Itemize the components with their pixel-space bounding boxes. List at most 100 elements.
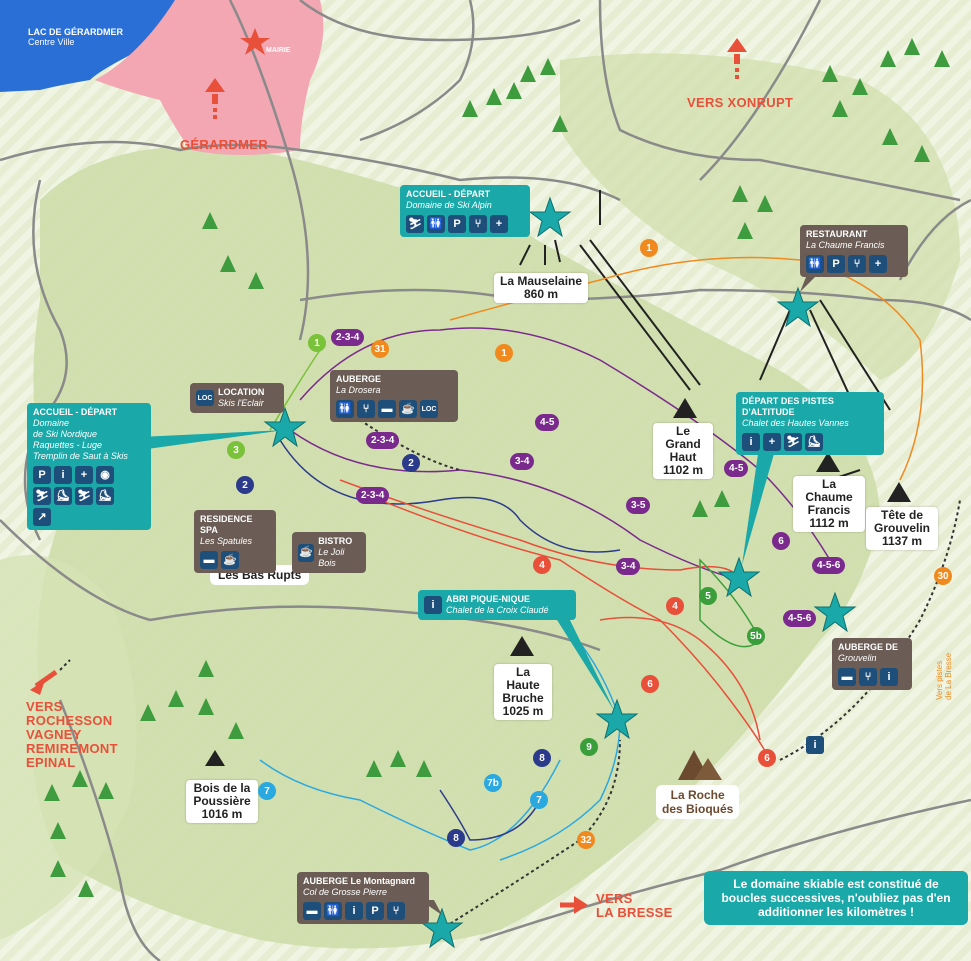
card-auberge-grouvelin[interactable]: AUBERGE DE Grouvelin ▬ ⑂ i bbox=[832, 638, 912, 690]
rochesson-line: EPINAL bbox=[26, 755, 76, 770]
card-subtitle: Chalet de la Croix Claudé bbox=[446, 605, 549, 615]
card-title: ACCUEIL - DÉPART bbox=[33, 407, 118, 417]
card-line: Tremplin de Saut à Skis bbox=[33, 451, 128, 461]
trail-badge[interactable]: 2 bbox=[236, 476, 254, 494]
card-accueil-alpin[interactable]: ACCUEIL - DÉPART Domaine de Ski Alpin ⛷ … bbox=[400, 185, 530, 237]
card-icons: ▬ 🚻 i P ⑂ bbox=[303, 902, 423, 920]
card-residence[interactable]: RESIDENCE SPA Les Spatules ▬ ☕ bbox=[194, 510, 276, 573]
card-auberge-montagnard[interactable]: AUBERGE Le Montagnard Col de Grosse Pier… bbox=[297, 872, 429, 924]
card-title: AUBERGE DE bbox=[838, 642, 899, 652]
roche-line: des Bioqués bbox=[662, 802, 734, 816]
trail-badge[interactable]: 4-5 bbox=[535, 414, 560, 431]
trail-badge[interactable]: 3-5 bbox=[626, 497, 651, 514]
trail-badge[interactable]: 6 bbox=[758, 749, 776, 767]
trail-badge[interactable]: 6 bbox=[772, 532, 790, 550]
ski-lift-icon: ⛷ bbox=[406, 215, 424, 233]
trail-badge[interactable]: 2-3-4 bbox=[356, 487, 390, 504]
trail-badge[interactable]: 3-4 bbox=[616, 558, 641, 575]
trail-badge[interactable]: 2-3-4 bbox=[366, 432, 400, 449]
toilets-icon: 🚻 bbox=[324, 902, 342, 920]
mairie-star-icon bbox=[240, 28, 270, 55]
trail-badge[interactable]: 5 bbox=[699, 587, 717, 605]
lake-title: LAC DE GÉRARDMER bbox=[28, 27, 124, 37]
trail-badge[interactable]: 32 bbox=[577, 831, 595, 849]
bresse-line: VERS bbox=[596, 891, 633, 906]
trail-badge[interactable]: 6 bbox=[641, 675, 659, 693]
peak-markers bbox=[205, 398, 911, 766]
trail-badge[interactable]: 8 bbox=[447, 829, 465, 847]
bed-icon: ▬ bbox=[378, 400, 396, 418]
note-line: additionner les kilomètres ! bbox=[757, 905, 915, 919]
card-restaurant[interactable]: RESTAURANT La Chaume Francis 🚻 P ⑂ + bbox=[800, 225, 908, 277]
parking-icon: P bbox=[366, 902, 384, 920]
roche-rock-icon bbox=[678, 750, 722, 780]
trail-badge[interactable]: 1 bbox=[308, 334, 326, 352]
card-subtitle: Le Joli Bois bbox=[318, 547, 345, 568]
card-location[interactable]: LOC LOCATION Skis l'Eclair bbox=[190, 383, 284, 413]
trail-badge[interactable]: 2-3-4 bbox=[331, 329, 365, 346]
ski-icon: ⛷ bbox=[33, 487, 51, 505]
restaurant-icon: ⑂ bbox=[387, 902, 405, 920]
card-icons: 🚻 P ⑂ + bbox=[806, 255, 902, 273]
card-auberge-drosera[interactable]: AUBERGE La Drosera 🚻 ⑂ ▬ ☕ LOC bbox=[330, 370, 458, 422]
peak-altitude: 1112 m bbox=[809, 516, 849, 530]
card-line: Raquettes - Luge bbox=[33, 440, 103, 450]
card-subtitle: Domaine de Ski Alpin bbox=[406, 200, 492, 210]
snowshoe-icon: ⛸ bbox=[96, 487, 114, 505]
card-line: de Ski Nordique bbox=[33, 429, 98, 439]
trees bbox=[44, 38, 950, 897]
info-icon: i bbox=[742, 433, 760, 451]
rochesson-line: VERS bbox=[26, 699, 63, 714]
peak-name: La Haute Bruche bbox=[502, 665, 544, 705]
pistes-bresse-line: Vers pistes bbox=[935, 660, 944, 700]
trail-badge[interactable]: 4-5 bbox=[724, 460, 749, 477]
info-icon: i bbox=[345, 902, 363, 920]
trail-badge[interactable]: 8 bbox=[533, 749, 551, 767]
toilets-icon: 🚻 bbox=[806, 255, 824, 273]
restaurant-icon: ⑂ bbox=[469, 215, 487, 233]
trail-badge[interactable]: 2 bbox=[402, 454, 420, 472]
trail-badge[interactable]: 1 bbox=[495, 344, 513, 362]
toilets-icon: 🚻 bbox=[336, 400, 354, 418]
trail-badge[interactable]: 1 bbox=[640, 239, 658, 257]
trail-badge[interactable]: 30 bbox=[934, 567, 952, 585]
forest-zone bbox=[33, 146, 881, 949]
trail-badge[interactable]: 4-5-6 bbox=[783, 610, 817, 627]
info-icon[interactable]: i bbox=[806, 736, 824, 754]
info-icon: i bbox=[880, 668, 898, 686]
bed-icon: ▬ bbox=[303, 902, 321, 920]
trail-badge[interactable]: 3 bbox=[227, 441, 245, 459]
trail-badge[interactable]: 9 bbox=[580, 738, 598, 756]
parking-icon: P bbox=[33, 466, 51, 484]
card-title: RESTAURANT bbox=[806, 229, 868, 239]
peak-name: La Mauselaine bbox=[500, 274, 583, 288]
card-subtitle: La Chaume Francis bbox=[806, 240, 885, 250]
trail-badge[interactable]: 31 bbox=[371, 340, 389, 358]
mairie-label: MAIRIE bbox=[266, 47, 291, 54]
trail-badge[interactable]: 7 bbox=[530, 791, 548, 809]
card-abri[interactable]: i ABRI PIQUE-NIQUE Chalet de la Croix Cl… bbox=[418, 590, 576, 620]
trail-badge[interactable]: 4 bbox=[666, 597, 684, 615]
trail-badge[interactable]: 3-4 bbox=[510, 453, 535, 470]
ski-icon: ⛷ bbox=[784, 433, 802, 451]
trail-badge[interactable]: 5b bbox=[747, 627, 765, 645]
lake-label: LAC DE GÉRARDMER Centre Ville bbox=[28, 27, 123, 47]
roche-label: La Roche des Bioqués bbox=[656, 785, 740, 819]
trail-badge[interactable]: 4 bbox=[533, 556, 551, 574]
trail-badge[interactable]: 7b bbox=[484, 774, 502, 792]
rochesson-line: REMIREMONT bbox=[26, 741, 118, 756]
card-icons: ▬ ☕ bbox=[200, 551, 270, 569]
restaurant-icon: ⑂ bbox=[859, 668, 877, 686]
card-accueil-nordique[interactable]: ACCUEIL - DÉPART Domaine de Ski Nordique… bbox=[27, 403, 151, 530]
trail-badge[interactable]: 7 bbox=[258, 782, 276, 800]
card-bistro[interactable]: ☕ BISTRO Le Joli Bois bbox=[292, 532, 366, 573]
info-icon: i bbox=[424, 596, 442, 614]
card-depart-altitude[interactable]: DÉPART DES PISTES D'ALTITUDE Chalet des … bbox=[736, 392, 884, 455]
trail-badge[interactable]: 4-5-6 bbox=[812, 557, 846, 574]
gerardmer-label: GÉRARDMER bbox=[180, 137, 268, 152]
